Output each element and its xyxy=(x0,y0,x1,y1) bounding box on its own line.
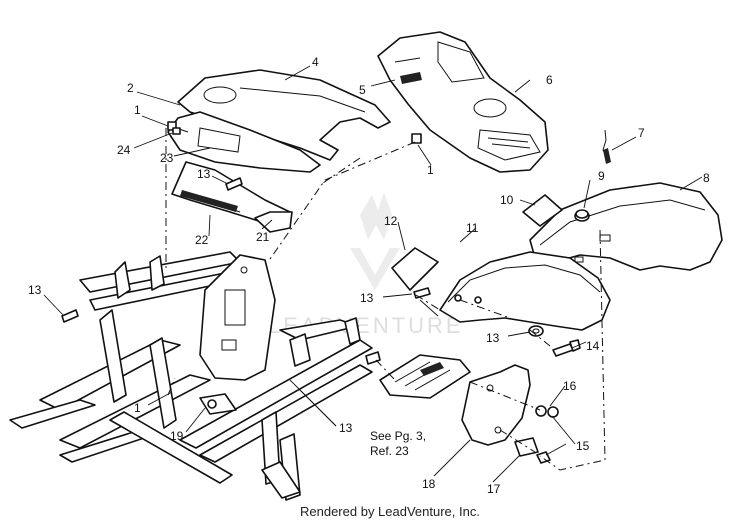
footer-credit: Rendered by LeadVenture, Inc. xyxy=(300,504,480,519)
callout-13-lower: 13 xyxy=(339,421,353,435)
callout-20: 19 xyxy=(170,429,184,443)
callout-7: 7 xyxy=(638,126,645,140)
front-fender xyxy=(439,251,611,331)
callout-24: 24 xyxy=(117,143,131,157)
callout-22: 22 xyxy=(195,233,209,247)
bolt-15 xyxy=(552,339,581,357)
reference-note-line2: Ref. 23 xyxy=(370,444,409,458)
bracket-21 xyxy=(254,211,293,233)
mud-flap-19 xyxy=(461,364,531,446)
footrest-assembly xyxy=(379,354,471,399)
callout-8: 8 xyxy=(703,171,710,185)
callout-13-left: 13 xyxy=(28,283,42,297)
callout-labels: 4 2 1 24 23 13 5 6 7 8 1 9 10 11 12 22 2… xyxy=(28,55,710,496)
inner-dash-panel-23 xyxy=(167,111,321,173)
clip-24 xyxy=(172,127,181,135)
nut-16-17 xyxy=(535,405,559,464)
callout-6: 6 xyxy=(546,73,553,87)
callout-14: 13 xyxy=(486,331,500,345)
callout-21: 21 xyxy=(256,230,270,244)
bolt-13-left xyxy=(61,309,79,323)
pad-12 xyxy=(391,247,439,291)
callout-17: 16 xyxy=(563,379,577,393)
callout-12: 12 xyxy=(384,214,398,228)
callout-16: 15 xyxy=(576,439,590,453)
callout-1-lower: 1 xyxy=(134,401,141,415)
callout-10: 10 xyxy=(500,193,514,207)
callout-1-mid: 1 xyxy=(427,163,434,177)
callout-11: 11 xyxy=(466,221,479,235)
console-cover-6 xyxy=(377,31,549,173)
callout-9: 9 xyxy=(598,169,605,183)
callout-5: 5 xyxy=(359,83,366,97)
washer-14 xyxy=(528,325,544,337)
frame xyxy=(9,251,373,501)
wire-7 xyxy=(602,129,611,164)
callout-4: 4 xyxy=(312,55,319,69)
callout-15: 14 xyxy=(586,339,600,353)
callout-19: 18 xyxy=(422,477,436,491)
callout-18: 17 xyxy=(487,482,501,496)
callout-23: 23 xyxy=(160,151,174,165)
pad-10 xyxy=(522,194,563,227)
callout-13-upper: 13 xyxy=(197,167,211,181)
callout-13-mid: 13 xyxy=(360,291,374,305)
reference-note-line1: See Pg. 3, xyxy=(370,429,426,443)
bolt-13-mid xyxy=(413,287,431,299)
leader-lines xyxy=(43,65,703,483)
bolt-13-upper xyxy=(225,177,243,191)
clip-1-mid xyxy=(411,133,422,144)
assembly-lines xyxy=(165,128,606,471)
callout-1-left: 1 xyxy=(134,103,141,117)
plug-9 xyxy=(575,209,589,219)
callout-2: 2 xyxy=(127,81,134,95)
